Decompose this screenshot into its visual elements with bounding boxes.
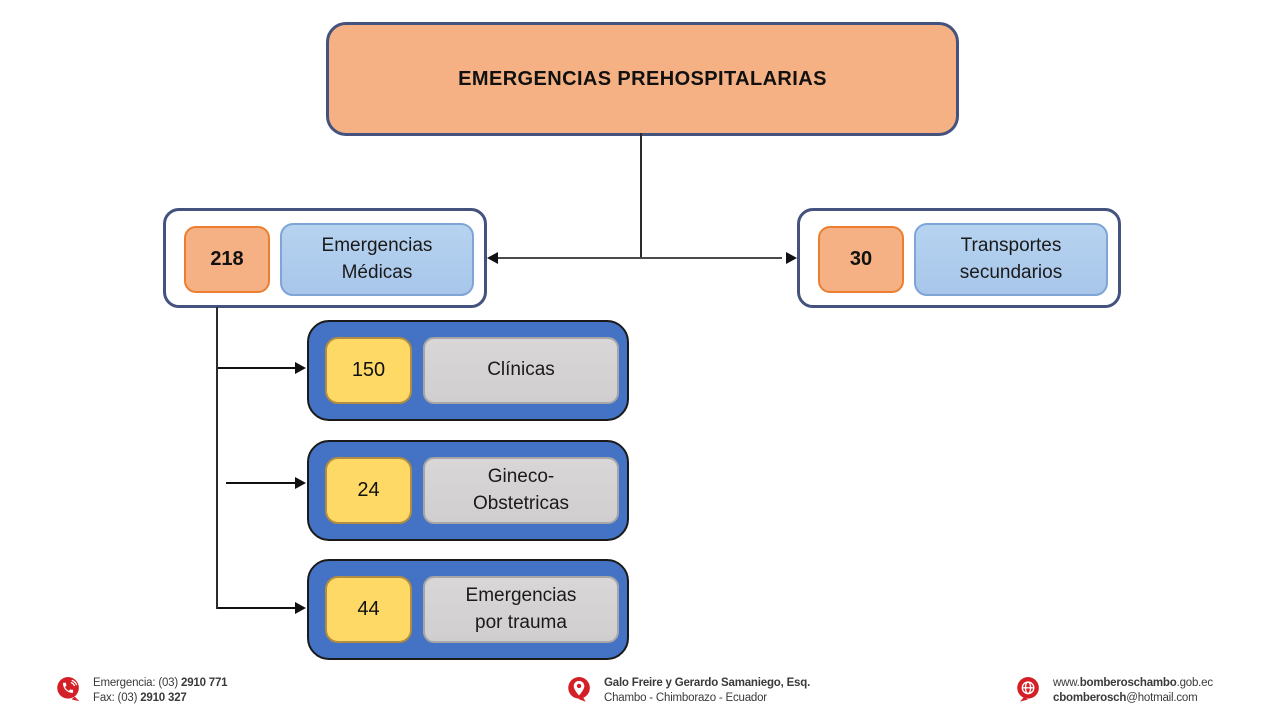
label-emergencias-medicas: Emergencias Médicas xyxy=(280,223,474,296)
connector-child1 xyxy=(218,367,296,369)
footer-phone-block: Emergencia: (03) 2910 771 Fax: (03) 2910… xyxy=(55,675,228,705)
count-badge-emergencias-medicas: 218 xyxy=(184,226,270,293)
label-clinicas: Clínicas xyxy=(423,337,619,404)
footer-web-email[interactable]: cbomberosch@hotmail.com xyxy=(1053,691,1198,704)
connector-level1-horizontal xyxy=(498,257,782,259)
node-emergencias-medicas: 218 Emergencias Médicas xyxy=(163,208,487,308)
arrowhead-left-icon xyxy=(487,252,498,264)
label-gineco-obstetricas: Gineco- Obstetricas xyxy=(423,457,619,524)
node-gineco-obstetricas: 24 Gineco- Obstetricas xyxy=(307,440,629,541)
label-emergencias-por-trauma: Emergencias por trauma xyxy=(423,576,619,643)
node-transportes-secundarios: 30 Transportes secundarios xyxy=(797,208,1121,308)
footer-web-block: www.bomberoschambo.gob.ec cbomberosch@ho… xyxy=(1015,675,1213,705)
count-badge-transportes-secundarios: 30 xyxy=(818,226,904,293)
node-clinicas: 150 Clínicas xyxy=(307,320,629,421)
location-pin-icon xyxy=(568,677,590,702)
connector-child2 xyxy=(226,482,296,484)
root-node-label: EMERGENCIAS PREHOSPITALARIAS xyxy=(458,67,827,90)
node-emergencias-por-trauma: 44 Emergencias por trauma xyxy=(307,559,629,660)
root-node-emergencias-prehospitalarias: EMERGENCIAS PREHOSPITALARIAS xyxy=(326,22,959,136)
footer-phone-text: Emergencia: (03) 2910 771 Fax: (03) 2910… xyxy=(93,676,228,705)
footer-phone-line2: Fax: (03) 2910 327 xyxy=(93,691,187,704)
footer-web-url[interactable]: www.bomberoschambo.gob.ec xyxy=(1053,677,1213,689)
count-badge-gineco-obstetricas: 24 xyxy=(325,457,412,524)
count-badge-emergencias-por-trauma: 44 xyxy=(325,576,412,643)
phone-icon xyxy=(57,677,80,702)
connector-child3 xyxy=(218,607,296,609)
footer-phone-line1: Emergencia: (03) 2910 771 xyxy=(93,677,228,689)
footer-address-block: Galo Freire y Gerardo Samaniego, Esq. Ch… xyxy=(566,675,810,705)
arrowhead-child3-icon xyxy=(295,602,306,614)
footer-address-text: Galo Freire y Gerardo Samaniego, Esq. Ch… xyxy=(604,676,810,705)
arrowhead-right-icon xyxy=(786,252,797,264)
globe-icon xyxy=(1017,677,1039,702)
connector-branch-vertical xyxy=(216,307,218,609)
footer-address-line1: Galo Freire y Gerardo Samaniego, Esq. xyxy=(604,677,811,689)
footer-address-line2: Chambo - Chimborazo - Ecuador xyxy=(604,691,767,704)
arrowhead-child1-icon xyxy=(295,362,306,374)
connector-root-vertical xyxy=(640,133,642,258)
label-transportes-secundarios: Transportes secundarios xyxy=(914,223,1108,296)
count-badge-clinicas: 150 xyxy=(325,337,412,404)
footer-web-text: www.bomberoschambo.gob.ec cbomberosch@ho… xyxy=(1053,676,1213,705)
arrowhead-child2-icon xyxy=(295,477,306,489)
